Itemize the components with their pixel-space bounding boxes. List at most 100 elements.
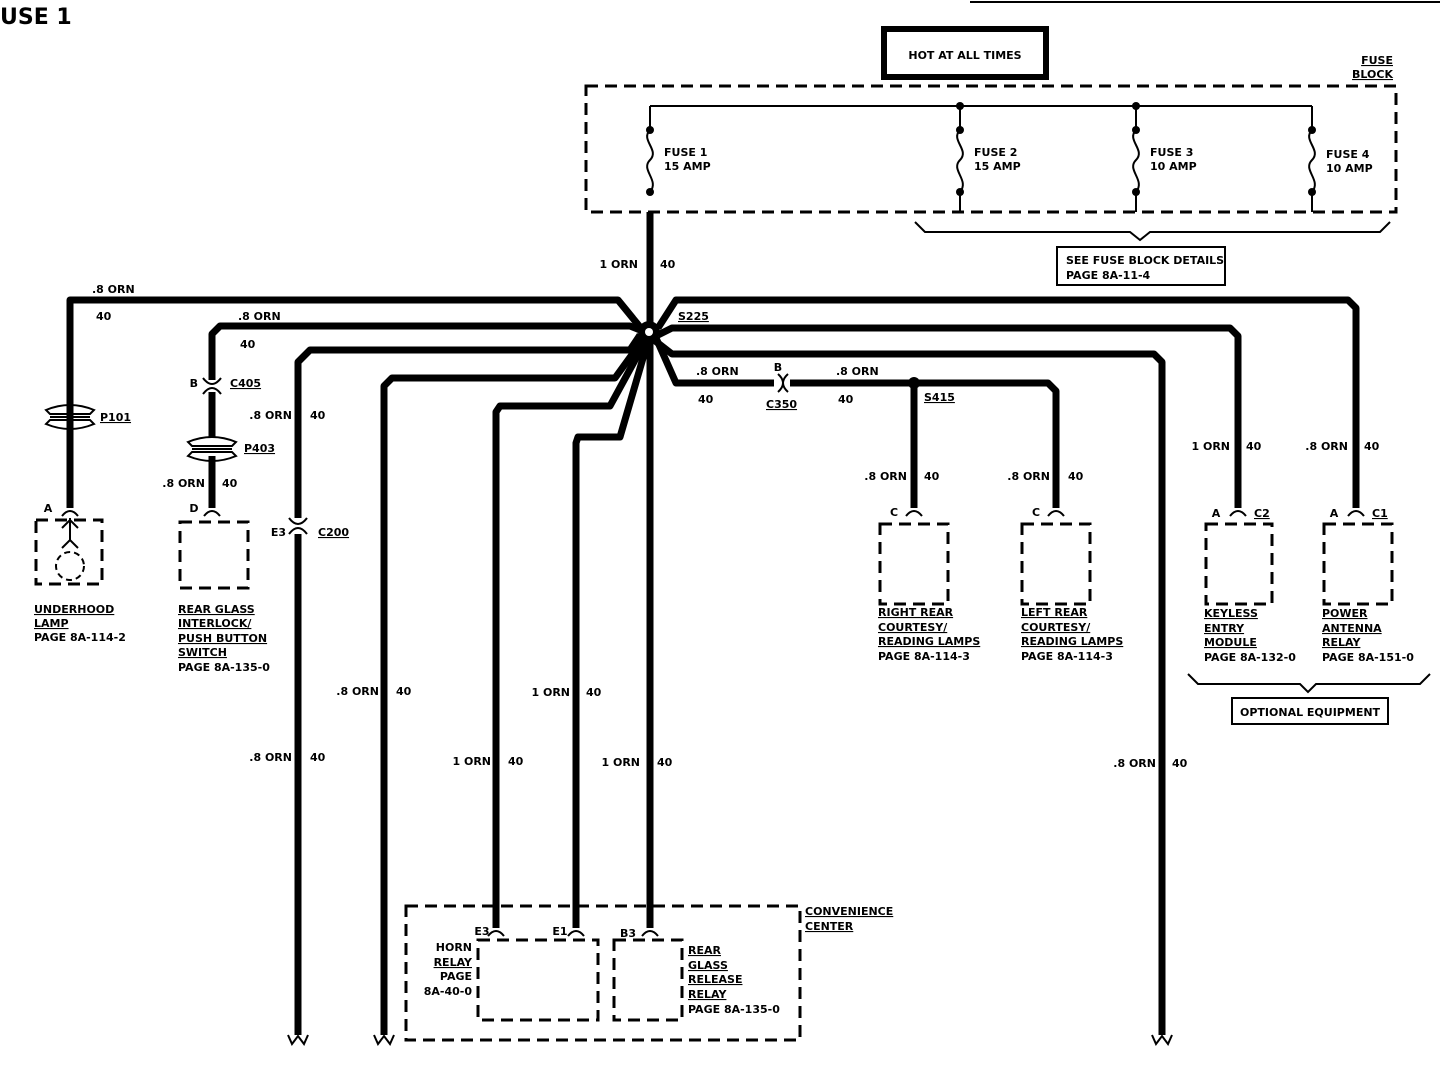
rear-glass-relay-label-3: RELEASE [688, 973, 742, 986]
left-rear-label-4: PAGE 8A-114-3 [1021, 650, 1113, 663]
antenna-pin: A [1330, 507, 1339, 520]
keyless-label-4: PAGE 8A-132-0 [1204, 651, 1296, 664]
fuse-details-line-1: SEE FUSE BLOCK DETAILS [1066, 254, 1224, 267]
left-rear-label-1: LEFT REAR [1021, 606, 1088, 619]
wire-horn-relay [492, 338, 650, 928]
horn-pin: E3 [474, 925, 489, 938]
hot-at-all-times-box: HOT AT ALL TIMES [881, 26, 1049, 80]
rear-glass-switch-label-1: REAR GLASS [178, 603, 255, 616]
c350-right-circuit: 40 [838, 393, 854, 406]
underhood-label-3: PAGE 8A-114-2 [34, 631, 126, 644]
fuse-1-rating: 15 AMP [664, 160, 711, 173]
underhood-wire-size: .8 ORN [92, 283, 135, 296]
keyless-label-3: MODULE [1204, 636, 1257, 649]
antenna-label-1: POWER [1322, 607, 1368, 620]
rear-glass-relay-label-5: PAGE 8A-135-0 [688, 1003, 780, 1016]
connector-c200 [288, 517, 308, 535]
fuse-1: FUSE 1 15 AMP [646, 106, 711, 196]
rear-glass-switch-pin: D [189, 502, 198, 515]
right-rear-label-4: PAGE 8A-114-3 [878, 650, 970, 663]
p403-label: P403 [244, 442, 275, 455]
rear-glass-switch-label-4: SWITCH [178, 646, 227, 659]
b3-pin: B3 [620, 927, 636, 940]
fuse-4-name: FUSE 4 [1326, 148, 1370, 161]
optional-equipment-callout: OPTIONAL EQUIPMENT [1187, 673, 1431, 725]
rearglass-lower-circuit: 40 [222, 477, 238, 490]
rear-glass-relay-label-2: GLASS [688, 959, 728, 972]
power-antenna-relay [1322, 510, 1394, 606]
b3-wire-circuit: 40 [657, 756, 673, 769]
wire4-circuit: 40 [396, 685, 412, 698]
wire-c350 [652, 336, 1060, 508]
left-rear-label-2: COURTESY/ [1021, 621, 1091, 634]
main-wire-size: 1 ORN [599, 258, 638, 271]
keyless-wire-size: 1 ORN [1191, 440, 1230, 453]
fuse-1-name: FUSE 1 [664, 146, 707, 159]
convenience-label-1: CONVENIENCE [805, 905, 893, 918]
keyless-label-2: ENTRY [1204, 622, 1245, 635]
p101-label: P101 [100, 411, 131, 424]
fuse-block-label-1: FUSE [1361, 54, 1393, 67]
underhood-wire-circuit: 40 [96, 310, 112, 323]
underhood-lamp [34, 510, 104, 586]
fuse-block-label-2: BLOCK [1352, 68, 1393, 81]
wire4-size: .8 ORN [336, 685, 379, 698]
wire-antenna [655, 296, 1360, 508]
convenience-center-outline [404, 904, 802, 1042]
horn-label-4: 8A-40-0 [424, 985, 473, 998]
b3-wire-size: 1 ORN [601, 756, 640, 769]
right-courtesy-size: .8 ORN [864, 470, 907, 483]
antenna-wire-size: .8 ORN [1305, 440, 1348, 453]
fuse-4: FUSE 4 10 AMP [1308, 106, 1373, 212]
rear-glass-switch-label-5: PAGE 8A-135-0 [178, 661, 270, 674]
fuse-details-callout: SEE FUSE BLOCK DETAILS PAGE 8A-11-4 [914, 221, 1391, 286]
horn-label-2: RELAY [434, 956, 473, 969]
rear-glass-relay-label-4: RELAY [688, 988, 727, 1001]
splice-s415 [908, 377, 920, 389]
horn-label-1: HORN [436, 941, 472, 954]
fuse-block: FUSE BLOCK FUSE 1 15 AMP FUSE 2 15 AMP [584, 54, 1398, 214]
underhood-label-1: UNDERHOOD [34, 603, 114, 616]
wire-rear-glass-switch [208, 322, 642, 508]
c200-pin: E3 [271, 526, 286, 539]
wire-right-bottom [651, 337, 1173, 1046]
right-rear-courtesy-lamps [878, 510, 950, 606]
c200-lower-circuit: 40 [310, 751, 326, 764]
rear-glass-switch-label-2: INTERLOCK/ [178, 617, 252, 630]
c350-left-circuit: 40 [698, 393, 714, 406]
optional-equipment-label: OPTIONAL EQUIPMENT [1240, 706, 1381, 719]
antenna-wire-circuit: 40 [1364, 440, 1380, 453]
right-rear-label-2: COURTESY/ [878, 621, 948, 634]
keyless-entry-module [1204, 510, 1274, 606]
wire-keyless [656, 324, 1242, 508]
keyless-wire-circuit: 40 [1246, 440, 1262, 453]
right-bottom-circuit: 40 [1172, 757, 1188, 770]
horn-wire-circuit: 40 [508, 755, 524, 768]
connector-c405 [202, 377, 222, 395]
c350-right-size: .8 ORN [836, 365, 879, 378]
right-rear-label-3: READING LAMPS [878, 635, 980, 648]
convenience-label-2: CENTER [805, 920, 854, 933]
antenna-connector: C1 [1372, 507, 1388, 520]
wire-4 [373, 335, 647, 1046]
right-courtesy-circuit: 40 [924, 470, 940, 483]
c350-pin: B [774, 361, 782, 374]
c200-label: C200 [318, 526, 349, 539]
rear-glass-relay-box [612, 938, 684, 1022]
c350-left-size: .8 ORN [696, 365, 739, 378]
grommet-p101 [44, 404, 96, 430]
c350-label: C350 [766, 398, 797, 411]
fuse-2: FUSE 2 15 AMP [956, 102, 1021, 212]
s225-label: S225 [678, 310, 709, 323]
underhood-pin: A [44, 502, 53, 515]
c405-pin: B [190, 377, 198, 390]
right-bottom-size: .8 ORN [1113, 757, 1156, 770]
left-rear-pin: C [1032, 506, 1040, 519]
horn-relay-box [476, 938, 600, 1022]
fuse-block-outline [584, 84, 1398, 214]
hot-label: HOT AT ALL TIMES [908, 49, 1021, 62]
fuse-2-rating: 15 AMP [974, 160, 1021, 173]
fuse-2-name: FUSE 2 [974, 146, 1017, 159]
fuse-3-name: FUSE 3 [1150, 146, 1193, 159]
